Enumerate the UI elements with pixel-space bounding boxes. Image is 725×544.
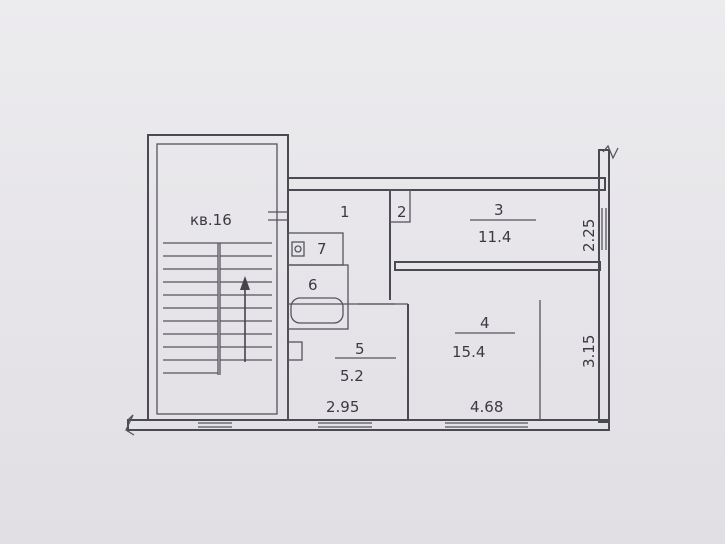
stairwell: [147, 134, 289, 421]
south-wall: [127, 419, 610, 431]
bathtub: [290, 297, 344, 324]
dimension-room4-width: 4.68: [470, 398, 503, 416]
dimension-room5-width: 2.95: [326, 398, 359, 416]
room-7-number: 7: [317, 240, 327, 258]
dimension-labels: 2.95 4.68 2.25 3.15: [326, 219, 598, 416]
room-5-area: 5.2: [340, 367, 364, 385]
toilet-room-7: [287, 232, 344, 266]
room-2-number: 2: [397, 203, 407, 221]
partition-room3-room4: [394, 261, 601, 271]
kitchen-fixture: [287, 341, 303, 361]
stairwell-inner-wall: [156, 143, 278, 415]
toilet-bowl: [294, 245, 302, 253]
east-window: [601, 208, 607, 250]
stair-steps: [163, 242, 272, 375]
room-3-area: 11.4: [478, 228, 511, 246]
bathroom-6: [287, 264, 349, 330]
break-mark-top: [602, 144, 619, 160]
wardrobe-2: [389, 189, 411, 223]
room-5-number: 5: [355, 340, 365, 358]
toilet-fixture: [291, 241, 305, 257]
dimension-room3-depth: 2.25: [580, 219, 598, 252]
south-windows: [198, 422, 528, 428]
room-4-area: 15.4: [452, 343, 485, 361]
break-mark-left: [125, 414, 135, 436]
apartment-label: кв.16: [190, 211, 232, 229]
north-wall: [287, 177, 606, 191]
room-3-number: 3: [494, 201, 504, 219]
stair-direction-arrow: [240, 276, 250, 362]
room-6-number: 6: [308, 276, 318, 294]
room-1-number: 1: [340, 203, 350, 221]
dimension-room4-depth: 3.15: [580, 335, 598, 368]
room-4-number: 4: [480, 314, 490, 332]
apartment-walls: [125, 144, 619, 436]
room-labels: кв.16 1 2 3 11.4 4 15.4 5 5.2 6 7: [190, 201, 536, 385]
